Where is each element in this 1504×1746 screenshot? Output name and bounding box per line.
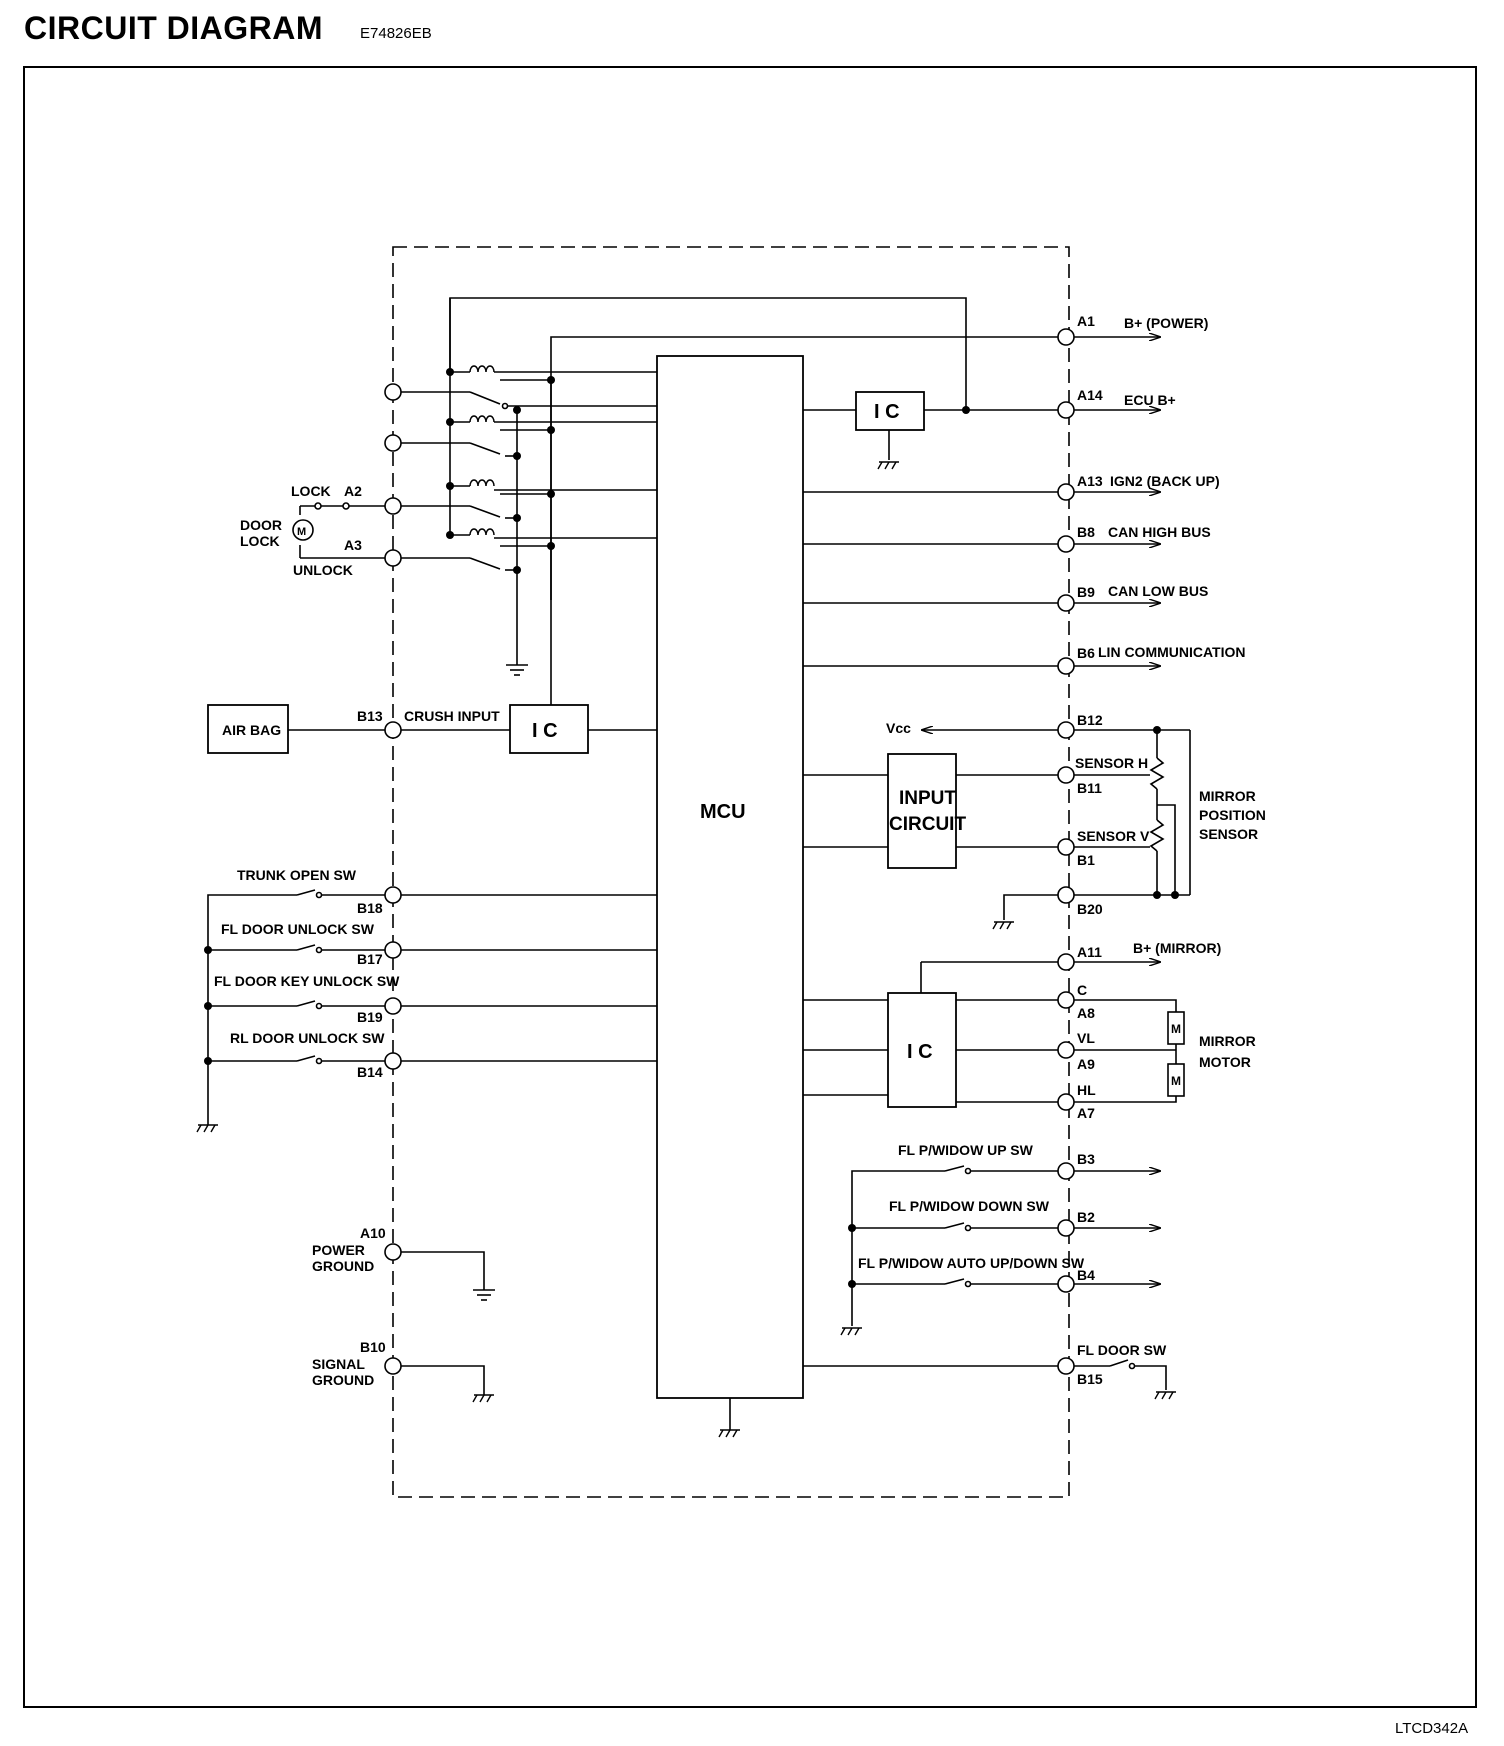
label-door: DOOR	[240, 517, 282, 533]
label-rl-door-unlock-sw: RL DOOR UNLOCK SW	[230, 1030, 385, 1046]
label-fl-door-key-unlock-sw: FL DOOR KEY UNLOCK SW	[214, 973, 400, 989]
label-a11: A11	[1077, 944, 1102, 960]
label-sensor-h: SENSOR H	[1075, 755, 1148, 771]
label-c: C	[1077, 982, 1087, 998]
label-a3: A3	[344, 537, 362, 553]
ecu-boundary	[392, 246, 1070, 1498]
label-a9: A9	[1077, 1056, 1095, 1072]
label-crush-input: CRUSH INPUT	[404, 708, 500, 724]
label-sensor: SENSOR	[1199, 826, 1258, 842]
label-fl-door-unlock-sw: FL DOOR UNLOCK SW	[221, 921, 375, 937]
label-win-up: FL P/WIDOW UP SW	[898, 1142, 1034, 1158]
label-can-low: CAN LOW BUS	[1108, 583, 1208, 599]
label-a10: A10	[360, 1225, 386, 1241]
ic-crush-label: I C	[532, 720, 558, 742]
label-signal-ground: GROUND	[312, 1372, 374, 1388]
label-b17: B17	[357, 951, 383, 967]
label-power: POWER	[312, 1242, 365, 1258]
label-lin: LIN COMMUNICATION	[1098, 644, 1246, 660]
label-a1: A1	[1077, 313, 1095, 329]
label-signal: SIGNAL	[312, 1356, 365, 1372]
page-title: CIRCUIT DIAGRAM	[24, 10, 324, 46]
mirror-motor: A11 B+ (MIRROR) I C C A8 VL A9 HL A7 M M…	[803, 940, 1256, 1121]
label-b19: B19	[357, 1009, 383, 1025]
label-win-down: FL P/WIDOW DOWN SW	[889, 1198, 1050, 1214]
label-b12: B12	[1077, 712, 1103, 728]
label-b10: B10	[360, 1339, 386, 1355]
label-b-mirror: B+ (MIRROR)	[1133, 940, 1221, 956]
label-a8: A8	[1077, 1005, 1095, 1021]
label-b2: B2	[1077, 1209, 1095, 1225]
terminal-b9: B9 CAN LOW BUS	[803, 583, 1208, 612]
label-sensor-v: SENSOR V	[1077, 828, 1150, 844]
terminal-a13: A13 IGN2 (BACK UP)	[803, 473, 1220, 501]
label-b15: B15	[1077, 1371, 1103, 1387]
label-unlock: UNLOCK	[293, 562, 353, 578]
terminal-a14: I C A14 ECU B+	[803, 387, 1176, 470]
label-mirror-2: MIRROR	[1199, 1033, 1256, 1049]
label-trunk-open-sw: TRUNK OPEN SW	[237, 867, 357, 883]
motor-glyph: M	[297, 526, 306, 538]
mcu-label: MCU	[700, 801, 746, 823]
motor-glyph-2: M	[1171, 1074, 1181, 1088]
left-switch-group: TRUNK OPEN SW B18 FL DOOR UNLOCK SW B17 …	[196, 867, 657, 1133]
label-a13: A13	[1077, 473, 1103, 489]
label-b-power: B+ (POWER)	[1124, 315, 1208, 331]
terminal-relay-2	[384, 434, 402, 452]
label-win-auto: FL P/WIDOW AUTO UP/DOWN SW	[858, 1255, 1085, 1271]
motor-glyph-1: M	[1171, 1022, 1181, 1036]
label-mirror: MIRROR	[1199, 788, 1256, 804]
input-circuit-line2: CIRCUIT	[889, 814, 966, 835]
terminal-a1: A1 B+ (POWER)	[1057, 313, 1208, 346]
terminal-b6: B6 LIN COMMUNICATION	[803, 644, 1246, 675]
mcu-block: MCU	[656, 355, 804, 1399]
label-a2: A2	[344, 483, 362, 499]
power-window-switches: FL P/WIDOW UP SW B3 FL P/WIDOW DOWN SW B…	[840, 1142, 1160, 1336]
label-hl: HL	[1077, 1082, 1096, 1098]
label-b18: B18	[357, 900, 383, 916]
label-a7: A7	[1077, 1105, 1095, 1121]
label-b6: B6	[1077, 645, 1095, 661]
input-circuit-line1: INPUT	[899, 788, 956, 809]
terminal-relay-1	[384, 383, 402, 401]
air-bag-input: AIR BAG B13 CRUSH INPUT I C	[207, 600, 657, 754]
fl-door-switch: FL DOOR SW B15	[803, 1342, 1177, 1400]
label-ign2: IGN2 (BACK UP)	[1110, 473, 1220, 489]
outer-frame	[23, 66, 1477, 1708]
label-b14: B14	[357, 1064, 383, 1080]
label-b13: B13	[357, 708, 383, 724]
label-b11: B11	[1077, 780, 1102, 796]
label-a14: A14	[1077, 387, 1103, 403]
label-lock: LOCK	[291, 483, 331, 499]
label-ecu-b: ECU B+	[1124, 392, 1176, 408]
label-motor: MOTOR	[1199, 1054, 1251, 1070]
label-b1: B1	[1077, 852, 1095, 868]
mirror-position-sensor: Vcc B12 INPUT CIRCUIT SENSOR H B11 SENSO…	[803, 712, 1266, 930]
label-b20: B20	[1077, 901, 1103, 917]
door-lock-motor: M LOCK A2 DOOR LOCK A3 UNLOCK	[240, 483, 402, 578]
terminal-b8: B8 CAN HIGH BUS	[803, 524, 1211, 553]
ic-mirror-label: I C	[907, 1041, 933, 1063]
label-door-lock: LOCK	[240, 533, 280, 549]
label-vcc: Vcc	[886, 720, 911, 736]
ground-terminals: A10 POWER GROUND B10 SIGNAL GROUND	[312, 1225, 496, 1403]
label-b3: B3	[1077, 1151, 1095, 1167]
figure-code: LTCD342A	[1395, 1720, 1469, 1737]
label-position: POSITION	[1199, 807, 1266, 823]
label-fl-door-sw: FL DOOR SW	[1077, 1342, 1167, 1358]
document-code: E74826EB	[360, 25, 432, 42]
label-vl: VL	[1077, 1030, 1095, 1046]
label-b9: B9	[1077, 584, 1095, 600]
label-can-high: CAN HIGH BUS	[1108, 524, 1211, 540]
label-power-ground: GROUND	[312, 1258, 374, 1274]
label-b4: B4	[1077, 1267, 1095, 1283]
ic-ecu-label: I C	[874, 401, 900, 423]
air-bag-label: AIR BAG	[222, 722, 281, 738]
label-b8: B8	[1077, 524, 1095, 540]
